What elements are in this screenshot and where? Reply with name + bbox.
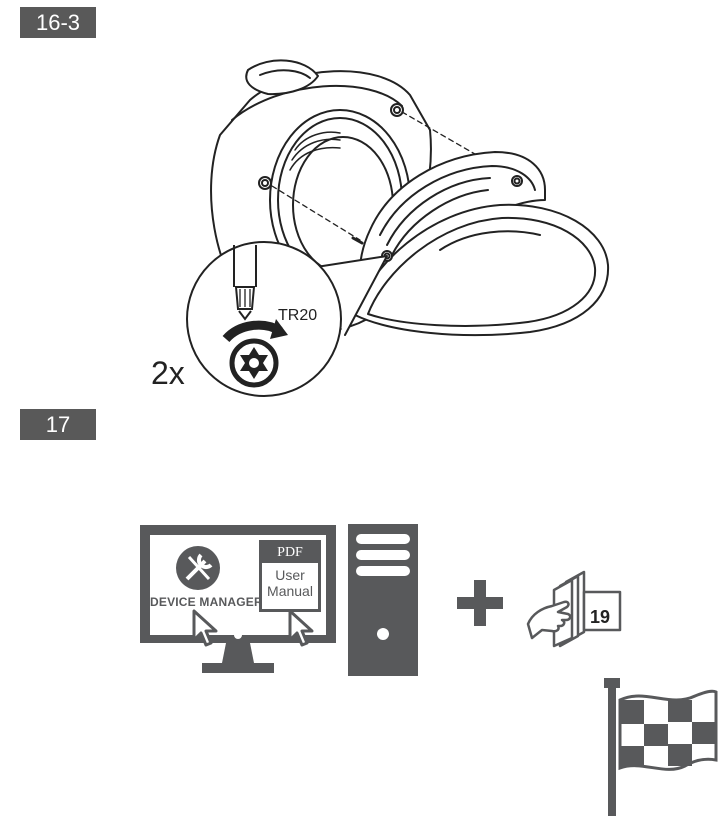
user-manual-line1: User	[275, 567, 305, 583]
device-manager-icon	[176, 546, 220, 590]
torx-screwdriver-icon	[233, 245, 257, 321]
plus-icon	[457, 580, 503, 626]
cursor-icon	[288, 609, 314, 647]
rotate-arrow-icon	[222, 319, 288, 343]
torx-callout: TR20	[184, 239, 344, 399]
pdf-manual-icon: PDF User Manual	[259, 540, 321, 612]
cursor-icon	[192, 609, 218, 647]
step-badge-17: 17	[20, 409, 96, 440]
manual-page-icon	[526, 570, 622, 648]
checkered-flag-icon	[604, 678, 718, 816]
count-label: 2x	[151, 355, 185, 391]
page-reference: 19	[590, 607, 611, 627]
tool-label: TR20	[278, 307, 318, 324]
pdf-label: PDF	[262, 543, 318, 563]
step-badge-16-3: 16-3	[20, 7, 96, 38]
step-number: 16-3	[35, 9, 81, 35]
step-number: 17	[45, 411, 71, 437]
pc-tower-icon	[348, 524, 418, 676]
user-manual-line2: Manual	[267, 583, 313, 599]
torx-screw-head-icon	[229, 338, 279, 388]
device-manager-label: DEVICE MANAGER	[150, 595, 263, 609]
